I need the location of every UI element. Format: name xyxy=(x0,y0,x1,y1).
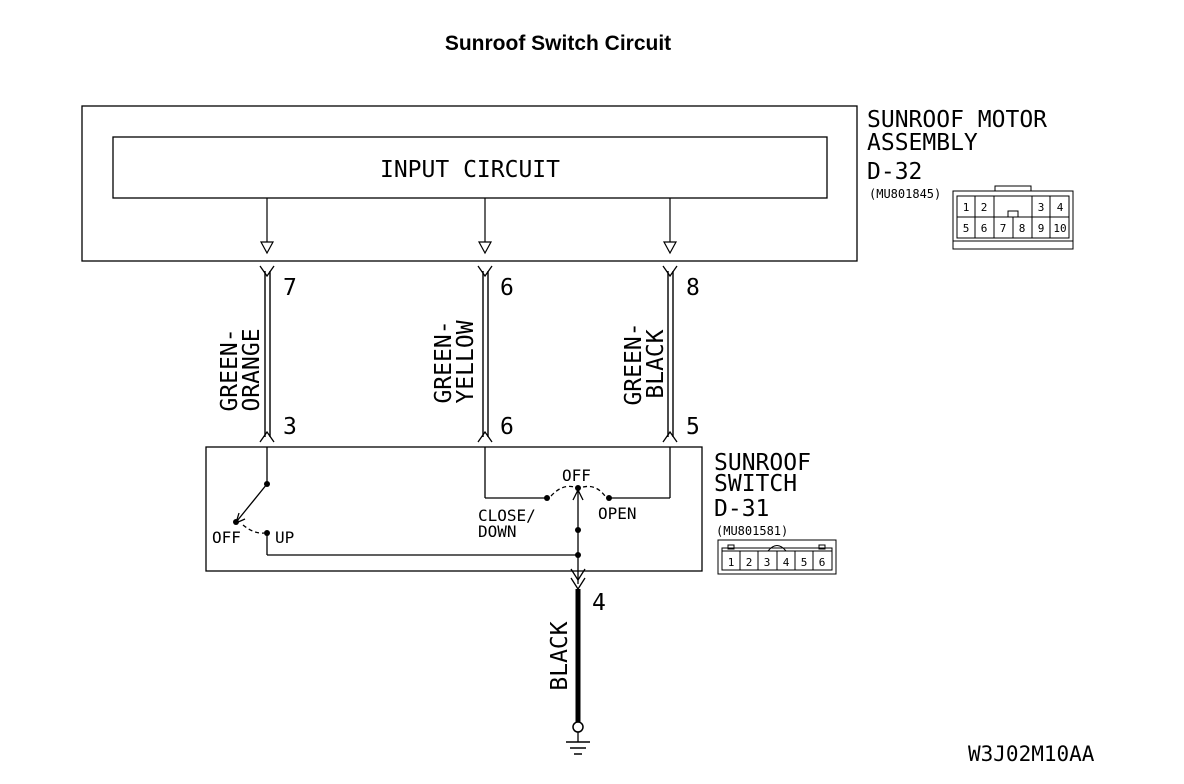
slide-open-label: OPEN xyxy=(598,504,637,523)
wire2-color-line2: YELLOW xyxy=(453,320,479,403)
motor-pin-2: 2 xyxy=(981,201,988,214)
motor-pin-5: 5 xyxy=(963,222,970,235)
switch-name-line2: SWITCH xyxy=(714,471,797,497)
motor-pin-8: 8 xyxy=(1019,222,1026,235)
switch-connector-part-number: (MU801581) xyxy=(716,524,788,538)
motor-connector-id: D-32 xyxy=(867,159,922,185)
wire2-color-line1: GREEN- xyxy=(431,320,457,403)
input-circuit-label: INPUT CIRCUIT xyxy=(380,157,560,183)
motor-assembly-name-line1: SUNROOF MOTOR xyxy=(867,107,1047,133)
ground-wire xyxy=(566,568,590,755)
wire3-color-line1: GREEN- xyxy=(621,322,647,405)
slide-down-label: DOWN xyxy=(478,522,517,541)
wire1-motor-pin: 7 xyxy=(283,275,297,301)
wire3-color-line2: BLACK xyxy=(643,329,669,398)
tilt-off-label: OFF xyxy=(212,528,241,547)
wire2-color-label: GREEN- YELLOW xyxy=(431,320,479,403)
wire1-switch-pin: 3 xyxy=(283,414,297,440)
ground-color-text: BLACK xyxy=(547,621,573,690)
wire1-color-line2: ORANGE xyxy=(239,328,265,411)
switch-pin-1: 1 xyxy=(728,556,735,569)
slide-off-label: OFF xyxy=(562,466,591,485)
switch-connector-pins: 1 2 3 4 5 6 xyxy=(728,556,826,569)
switch-pin-3: 3 xyxy=(764,556,771,569)
motor-pin-3: 3 xyxy=(1038,201,1045,214)
motor-assembly-name-line2: ASSEMBLY xyxy=(867,130,978,156)
harness-wires xyxy=(264,271,674,437)
ground-pin: 4 xyxy=(592,590,606,616)
diagram-code: W3J02M10AA xyxy=(968,742,1095,766)
motor-connector-pins: 1 2 3 4 5 6 7 8 9 10 xyxy=(963,201,1067,235)
wire2-motor-pin: 6 xyxy=(500,275,514,301)
wire1-color-label: GREEN- ORANGE xyxy=(217,328,265,411)
motor-pin-1: 1 xyxy=(963,201,970,214)
slide-close-label: CLOSE/ xyxy=(478,506,536,525)
wire2-switch-pin: 6 xyxy=(500,414,514,440)
ground-color-label: BLACK xyxy=(547,621,573,690)
motor-pin-10: 10 xyxy=(1053,222,1066,235)
tilt-up-label: UP xyxy=(275,528,294,547)
input-circuit-box xyxy=(112,136,828,199)
switch-connector-id: D-31 xyxy=(714,496,769,522)
wire3-switch-pin: 5 xyxy=(686,414,700,440)
switch-internal-wiring xyxy=(234,447,671,584)
sunroof-switch-box xyxy=(205,446,703,572)
switch-connector-face xyxy=(717,539,837,575)
motor-assembly-box xyxy=(81,105,858,262)
switch-pin-6: 6 xyxy=(819,556,826,569)
diagram-title: Sunroof Switch Circuit xyxy=(445,32,671,55)
motor-pin-6: 6 xyxy=(981,222,988,235)
wire1-color-line1: GREEN- xyxy=(217,328,243,411)
motor-connector-face xyxy=(952,185,1074,250)
wire3-motor-pin: 8 xyxy=(686,275,700,301)
motor-pin-4: 4 xyxy=(1057,201,1064,214)
connector-marks xyxy=(259,265,678,443)
switch-pin-4: 4 xyxy=(783,556,790,569)
switch-contacts xyxy=(233,481,612,558)
motor-pin-7: 7 xyxy=(1000,222,1007,235)
input-arrows xyxy=(259,198,678,255)
switch-pin-2: 2 xyxy=(746,556,753,569)
motor-pin-9: 9 xyxy=(1038,222,1045,235)
wire3-color-label: GREEN- BLACK xyxy=(621,322,669,405)
switch-name-line1: SUNROOF xyxy=(714,450,811,476)
switch-pin-5: 5 xyxy=(801,556,808,569)
motor-connector-part-number: (MU801845) xyxy=(869,187,941,201)
